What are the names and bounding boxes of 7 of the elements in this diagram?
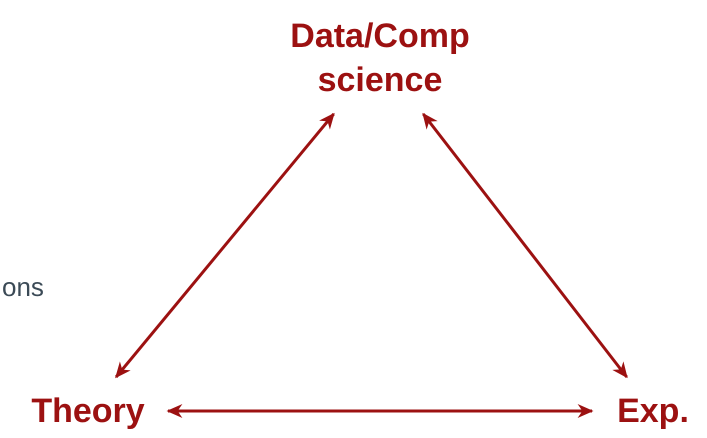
text-fragment: ons xyxy=(2,272,44,303)
double-arrow xyxy=(422,112,628,378)
double-arrow xyxy=(114,112,335,378)
node-label: Exp. xyxy=(617,391,689,432)
node-label: Theory xyxy=(31,391,145,432)
double-arrow xyxy=(166,404,594,418)
node-label: Data/Comp science xyxy=(290,16,470,101)
